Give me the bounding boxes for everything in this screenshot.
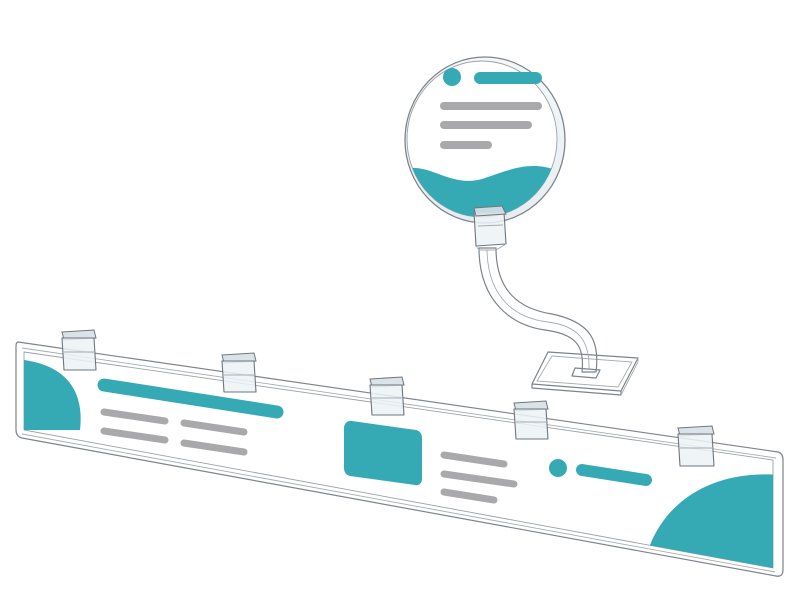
strip-dot	[549, 459, 567, 477]
teal-corner-left	[24, 360, 81, 430]
strip-frame	[15, 341, 784, 577]
round-acrylic-panel	[404, 56, 566, 224]
round-sign	[404, 56, 639, 396]
shelf-data-strip	[15, 329, 784, 577]
strip-text-line-5	[440, 451, 508, 468]
round-sign-dot	[443, 68, 461, 86]
strip-text-line-6	[440, 470, 518, 488]
strip-text-line-3	[100, 427, 169, 444]
sign-clip	[473, 205, 507, 251]
gooseneck-arm	[478, 247, 598, 373]
strip-clip-4	[513, 400, 549, 440]
strip-clip-3	[369, 376, 405, 416]
strip-clip-2	[221, 352, 257, 393]
teal-wave-bottom	[407, 166, 557, 217]
strip-clip-5	[677, 425, 715, 467]
strip-accent-bar	[576, 464, 652, 486]
adhesive-base-plate	[531, 351, 639, 396]
strip-text-line-7	[440, 488, 498, 504]
strip-clip-1	[61, 329, 97, 371]
strip-text-line-2	[180, 419, 248, 436]
strip-text-line-1	[100, 408, 169, 425]
strip-text-line-4	[180, 439, 248, 456]
strip-image-block	[344, 420, 422, 486]
strip-title-bar	[97, 378, 284, 419]
